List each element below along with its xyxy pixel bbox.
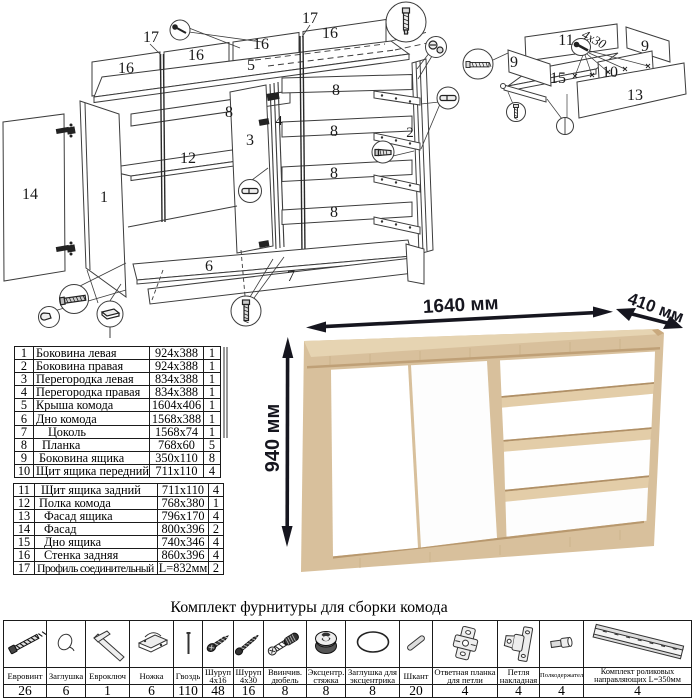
svg-text:16: 16 [322,25,338,42]
svg-text:5: 5 [247,57,255,74]
svg-text:11: 11 [558,32,573,49]
svg-text:8: 8 [225,104,233,121]
svg-text:16: 16 [253,36,269,53]
svg-text:1: 1 [100,189,108,206]
svg-text:14: 14 [22,186,38,203]
svg-text:940 мм: 940 мм [262,404,284,473]
svg-text:16: 16 [118,60,134,77]
svg-text:15: 15 [550,70,566,87]
svg-text:13: 13 [627,87,643,104]
svg-text:10: 10 [602,64,618,81]
svg-text:1640 мм: 1640 мм [422,293,499,318]
svg-text:8: 8 [330,165,338,182]
svg-text:8: 8 [330,204,338,221]
svg-text:16: 16 [188,47,204,64]
svg-text:17: 17 [143,29,159,46]
svg-text:6: 6 [205,258,213,275]
svg-text:12: 12 [180,150,196,167]
svg-text:4: 4 [276,114,283,129]
svg-text:2: 2 [406,125,414,141]
svg-text:9: 9 [641,38,649,55]
svg-text:8: 8 [332,82,340,99]
svg-text:8: 8 [330,123,338,140]
svg-text:9: 9 [510,54,518,71]
svg-text:3: 3 [246,132,254,149]
svg-text:7: 7 [287,268,295,285]
svg-text:17: 17 [302,10,318,27]
